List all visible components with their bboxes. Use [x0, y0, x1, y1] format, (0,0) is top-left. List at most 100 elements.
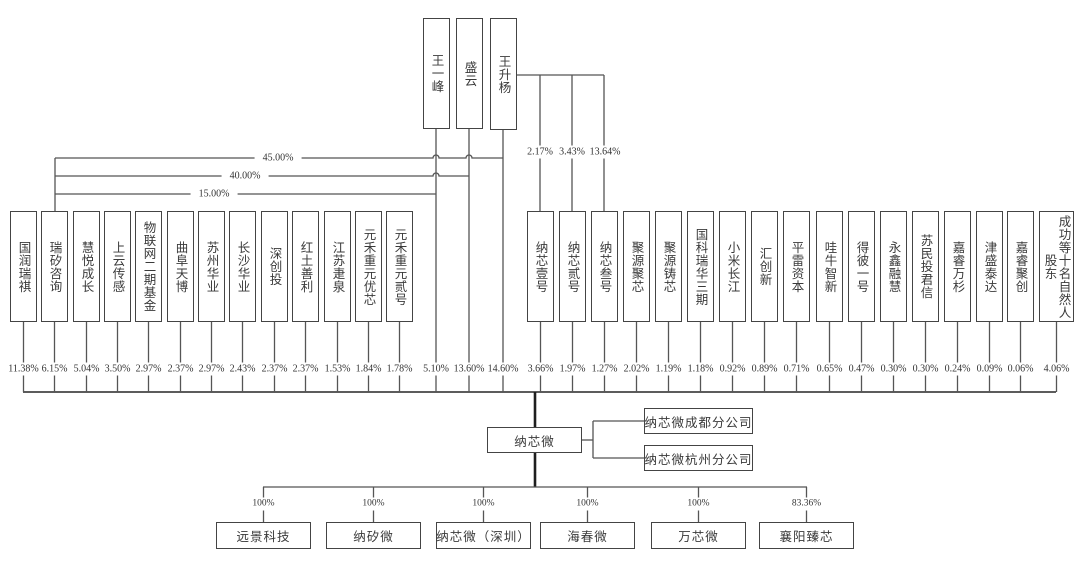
shareholder-name: 成功等十名自然人股东	[1042, 214, 1071, 319]
shareholding-pct: 1.18%	[686, 362, 715, 376]
shareholder-name: 慧悦成长	[79, 240, 94, 293]
shareholder-name: 小米长江	[725, 240, 740, 293]
subsidiary-name: 襄阳臻芯	[779, 530, 834, 544]
shareholder-box: 国科瑞华三期	[687, 211, 714, 322]
shareholder-box: 江苏疌泉	[324, 211, 351, 322]
subsidiary-box: 海春微	[540, 522, 635, 549]
subsidiary-name: 万芯微	[678, 530, 719, 544]
shareholding-pct: 2.37%	[291, 362, 320, 376]
shareholder-box: 纳芯贰号	[559, 211, 586, 322]
wangshengyang-holding-pct: 2.17%	[526, 145, 554, 159]
controller-name: 盛云	[462, 60, 477, 87]
shareholder-box: 深创投	[261, 211, 288, 322]
shareholder-name: 纳芯叁号	[597, 240, 612, 293]
shareholder-box: 瑞矽咨询	[41, 211, 68, 322]
subsidiary-box: 万芯微	[651, 522, 746, 549]
shareholding-pct: 6.15%	[40, 362, 69, 376]
subsidiary-name: 纳矽微	[353, 530, 394, 544]
shareholder-name: 纳芯贰号	[565, 240, 580, 293]
shareholder-name: 红土善利	[298, 240, 313, 293]
shareholder-box: 聚源铸芯	[655, 211, 682, 322]
shareholding-pct: 0.09%	[975, 362, 1004, 376]
shareholder-name: 长沙华业	[235, 240, 250, 293]
shareholder-box: 永鑫融慧	[880, 211, 907, 322]
shareholder-name: 苏民投君信	[918, 234, 933, 299]
shareholding-pct: 4.06%	[1042, 362, 1071, 376]
shareholder-name: 嘉睿聚创	[1013, 240, 1028, 293]
shareholding-pct: 3.50%	[103, 362, 132, 376]
shareholder-box: 曲阜天博	[167, 211, 194, 322]
shareholder-name: 津盛泰达	[982, 240, 997, 293]
shareholding-pct: 0.30%	[879, 362, 908, 376]
shareholder-box: 元禾重元优芯	[355, 211, 382, 322]
shareholder-box: 小米长江	[719, 211, 746, 322]
shareholding-pct: 1.53%	[323, 362, 352, 376]
shareholding-pct: 3.66%	[526, 362, 555, 376]
shareholder-name: 得彼一号	[854, 240, 869, 293]
subsidiary-name: 海春微	[567, 530, 608, 544]
shareholding-pct: 0.24%	[943, 362, 972, 376]
shareholder-name: 永鑫融慧	[886, 240, 901, 293]
controller-direct-pct: 13.60%	[452, 362, 486, 376]
subsidiary-pct: 100%	[574, 497, 601, 511]
shareholder-box: 物联网二期基金	[135, 211, 162, 322]
shareholder-box: 上云传感	[104, 211, 131, 322]
subsidiary-box: 纳芯微（深圳）	[436, 522, 531, 549]
shareholder-name: 苏州华业	[204, 240, 219, 293]
shareholder-box: 苏州华业	[198, 211, 225, 322]
shareholder-box: 元禾重元贰号	[386, 211, 413, 322]
shareholding-pct: 2.97%	[197, 362, 226, 376]
shareholding-pct: 1.27%	[590, 362, 619, 376]
branch-name: 纳芯微成都分公司	[644, 415, 753, 430]
shareholder-name: 哇牛智新	[822, 240, 837, 293]
shareholding-pct: 2.37%	[166, 362, 195, 376]
shareholder-box: 聚源聚芯	[623, 211, 650, 322]
branch-box-chengdu: 纳芯微成都分公司	[644, 408, 753, 434]
shareholder-box: 长沙华业	[229, 211, 256, 322]
subsidiary-pct: 83.36%	[789, 497, 824, 511]
subsidiary-box: 襄阳臻芯	[759, 522, 854, 549]
controller-name: 王一峰	[429, 54, 444, 93]
shareholder-name: 元禾重元贰号	[392, 227, 407, 306]
subsidiary-box: 纳矽微	[326, 522, 421, 549]
shareholder-name: 瑞矽咨询	[47, 240, 62, 293]
subsidiary-pct: 100%	[360, 497, 387, 511]
shareholder-name: 聚源聚芯	[629, 240, 644, 293]
shareholding-pct: 0.65%	[815, 362, 844, 376]
wangshengyang-holding-pct: 13.64%	[588, 145, 622, 159]
shareholding-pct: 11.38%	[7, 362, 40, 376]
subsidiary-pct: 100%	[250, 497, 277, 511]
ruixi-partner-pct-shengyun: 40.00%	[221, 169, 269, 183]
ruixi-partner-pct-wangshengyang: 45.00%	[254, 151, 302, 165]
shareholding-pct: 1.97%	[558, 362, 587, 376]
shareholder-box: 嘉睿万杉	[944, 211, 971, 322]
shareholder-box: 津盛泰达	[976, 211, 1003, 322]
shareholder-box: 成功等十名自然人股东	[1039, 211, 1074, 322]
shareholding-pct: 2.37%	[260, 362, 289, 376]
controller-direct-pct: 5.10%	[422, 362, 450, 376]
ruixi-to-wangshengyang-line	[55, 154, 503, 159]
controller-name: 王升杨	[496, 54, 511, 94]
company-box: 纳芯微	[487, 427, 582, 453]
shareholder-box: 纳芯壹号	[527, 211, 554, 322]
shareholder-box: 苏民投君信	[912, 211, 939, 322]
shareholder-name: 嘉睿万杉	[950, 240, 965, 293]
controller-box-wangyifeng: 王一峰	[423, 18, 450, 129]
shareholder-name: 上云传感	[110, 240, 125, 293]
shareholding-pct: 5.04%	[72, 362, 101, 376]
shareholder-box: 平雷资本	[783, 211, 810, 322]
company-name: 纳芯微	[514, 434, 555, 449]
shareholding-pct: 2.97%	[134, 362, 163, 376]
controller-direct-pct: 14.60%	[486, 362, 520, 376]
wangshengyang-holding-pct: 3.43%	[558, 145, 586, 159]
shareholding-pct: 0.71%	[782, 362, 811, 376]
subsidiary-pct: 100%	[470, 497, 497, 511]
shareholding-pct: 1.19%	[654, 362, 683, 376]
shareholding-pct: 0.47%	[847, 362, 876, 376]
shareholder-name: 国润瑞祺	[16, 240, 31, 293]
branch-name: 纳芯微杭州分公司	[644, 452, 753, 467]
subsidiary-name: 纳芯微（深圳）	[436, 530, 531, 544]
subsidiary-name: 远景科技	[236, 530, 291, 544]
